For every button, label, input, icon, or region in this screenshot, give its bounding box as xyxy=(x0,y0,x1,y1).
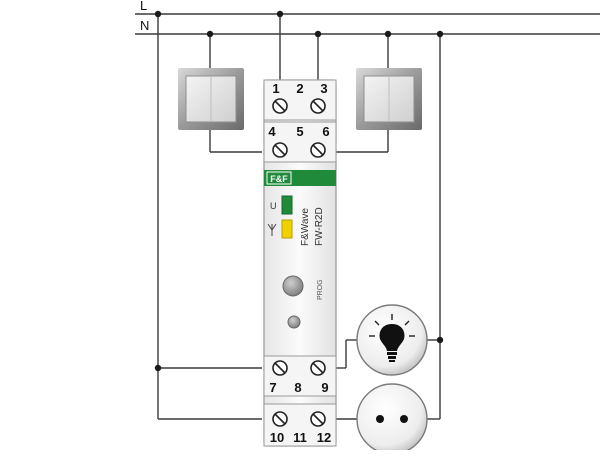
screw-terminal-6 xyxy=(310,142,326,158)
terminal-6-label: 6 xyxy=(322,124,329,139)
light-bulb-device xyxy=(356,304,428,376)
screw-terminal-4 xyxy=(272,142,288,158)
junction-dot xyxy=(384,30,392,38)
model-name: FW-R2D xyxy=(314,207,325,246)
power-socket-device xyxy=(356,383,428,455)
brand-logo-box xyxy=(266,171,292,185)
line-n-label: N xyxy=(140,18,149,33)
switch-right xyxy=(356,68,422,130)
light-bulb-icon xyxy=(369,314,415,362)
screw-terminal-7 xyxy=(272,360,288,376)
relay-module: 1 2 3 4 5 6 F&F U xyxy=(263,79,337,447)
terminal-7-label: 7 xyxy=(269,380,276,395)
switch-left xyxy=(178,68,244,130)
brand-name: F&Wave xyxy=(300,208,311,246)
terminal-11-label: 11 xyxy=(293,430,307,445)
junction-dot xyxy=(314,30,322,38)
antenna-icon xyxy=(267,223,277,236)
prog-button[interactable] xyxy=(282,275,304,297)
led-u-label: U xyxy=(270,201,277,211)
junction-dot xyxy=(436,336,444,344)
brand-logo: F&F xyxy=(270,174,288,184)
screw-terminal-10 xyxy=(272,411,288,427)
led-signal xyxy=(281,219,293,239)
terminal-12-label: 12 xyxy=(317,430,331,445)
terminal-2-label: 2 xyxy=(296,81,303,96)
line-l-label: L xyxy=(140,0,147,13)
prog-label: PROG xyxy=(317,279,324,300)
screw-terminal-12 xyxy=(310,411,326,427)
terminal-5-label: 5 xyxy=(296,124,303,139)
terminal-3-label: 3 xyxy=(320,81,327,96)
junction-dot xyxy=(276,10,284,18)
terminal-1-label: 1 xyxy=(272,81,279,96)
terminal-4-label: 4 xyxy=(268,124,276,139)
junction-dot xyxy=(436,30,444,38)
terminal-8-label: 8 xyxy=(294,380,301,395)
screw-terminal-9 xyxy=(310,360,326,376)
status-indicator xyxy=(287,315,301,329)
screw-terminal-1 xyxy=(272,98,288,114)
terminal-10-label: 10 xyxy=(270,430,284,445)
junction-dot xyxy=(154,364,162,372)
screw-terminal-3 xyxy=(310,98,326,114)
power-socket-icon xyxy=(376,415,408,423)
led-u xyxy=(281,195,293,215)
terminal-9-label: 9 xyxy=(321,380,328,395)
junction-dot xyxy=(154,10,162,18)
junction-dot xyxy=(206,30,214,38)
